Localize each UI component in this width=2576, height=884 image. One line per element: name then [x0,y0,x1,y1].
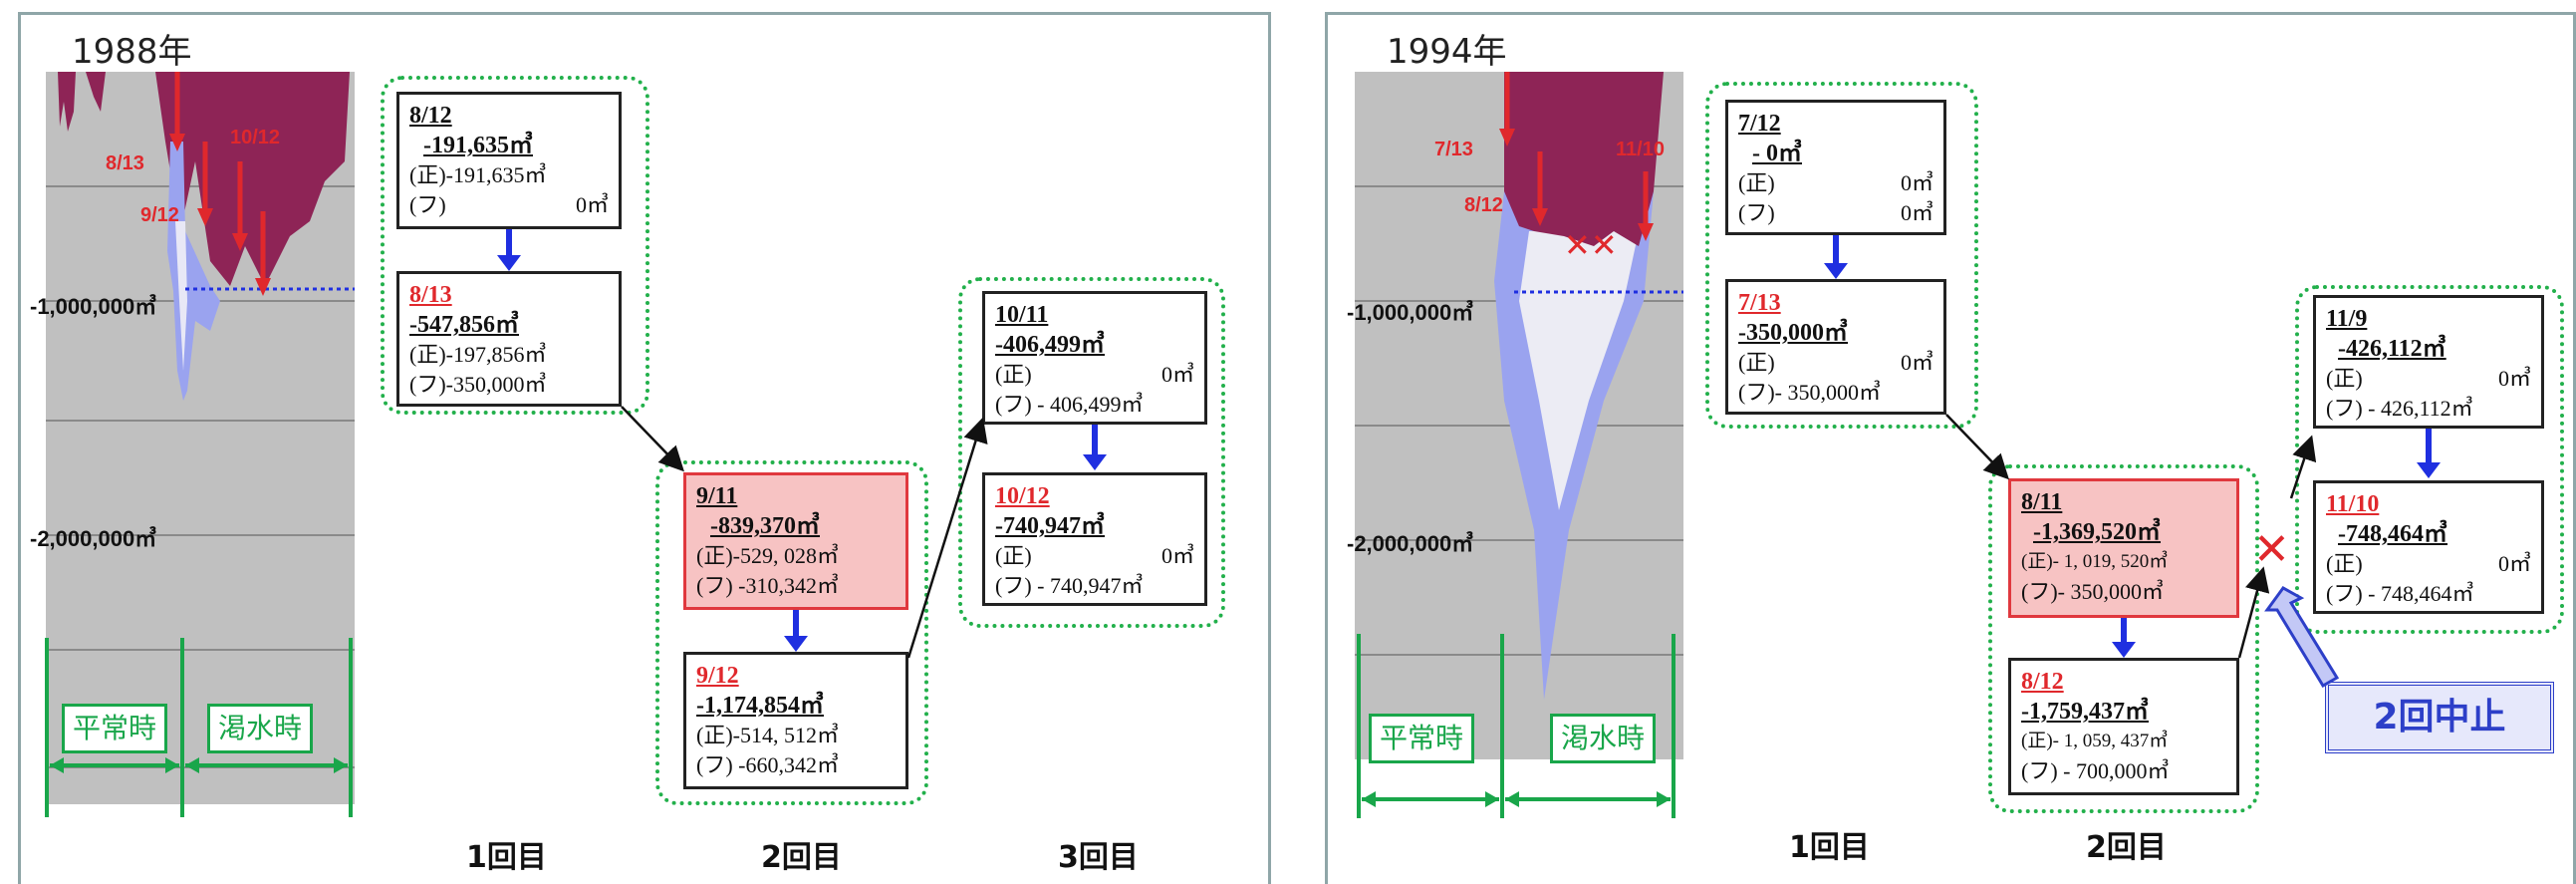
svg-text:✕: ✕ [2253,524,2290,575]
